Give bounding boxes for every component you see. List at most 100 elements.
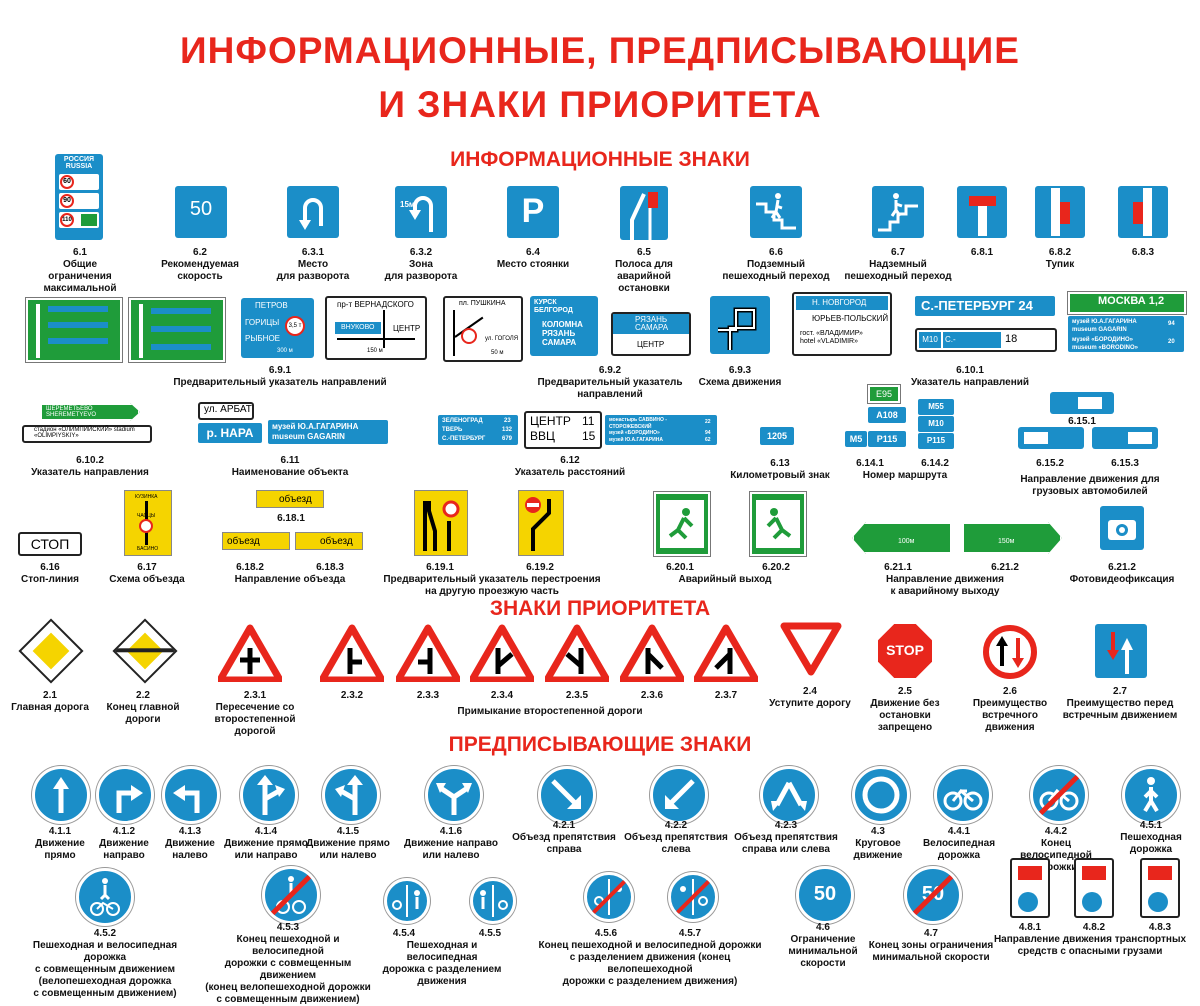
caption-2-3-2: 2.3.2 bbox=[340, 690, 364, 701]
min-speed-value: 50 bbox=[813, 883, 837, 905]
sign-2-3-7-adjacent-left-angle bbox=[694, 624, 758, 682]
caption-4-5-7: 4.5.7 bbox=[678, 928, 702, 939]
sign-6-11-gagarin: музей Ю.А.ГАГАРИНА museum GAGARIN bbox=[268, 420, 388, 444]
sign-6-14-1-m5: M5 bbox=[845, 431, 867, 447]
sign-6-14-1-p115: P115 bbox=[868, 431, 906, 447]
sign-4-1-4 bbox=[240, 766, 298, 824]
sign-6-16-stop-line: СТОП bbox=[18, 532, 82, 556]
sign-6-4: P bbox=[507, 186, 559, 238]
sign-2-3-5-adjacent-left-angle bbox=[545, 624, 609, 682]
sign-6-1-country: РОССИЯ bbox=[63, 156, 95, 163]
bicycle-icon bbox=[943, 788, 983, 811]
roundabout-icon bbox=[862, 776, 900, 814]
sign-4-2-3 bbox=[760, 766, 818, 824]
arrow-both-down-icon bbox=[771, 781, 807, 811]
sign-6-15-2 bbox=[1018, 427, 1084, 449]
pedestrian-bicycle-icon bbox=[90, 878, 120, 916]
sign-4-2-1 bbox=[538, 766, 596, 824]
sign-text-pushkina: пл. ПУШКИНА bbox=[459, 300, 506, 307]
sign-6-9-1-pushkina: пл. ПУШКИНА ул. ГОГОЛЯ 50 м bbox=[443, 296, 523, 362]
caption-4-8-2: 4.8.2 bbox=[1082, 922, 1106, 933]
caption-6-18: Направление объезда bbox=[234, 574, 346, 585]
caption-6-20: Аварийный выход bbox=[678, 574, 772, 585]
caption-2-3-3: 2.3.3 bbox=[416, 690, 440, 701]
emergency-exit-icon bbox=[660, 500, 704, 548]
sign-text-belgorod: БЕЛГОРОД bbox=[534, 307, 573, 314]
sign-text-arbat: ул. АРБАТ bbox=[204, 404, 252, 415]
sign-text-hotel2: hotel «VLADIMIR» bbox=[800, 338, 858, 345]
caption-6-20-1: 6.20.1 bbox=[666, 562, 694, 573]
sign-4-5-2 bbox=[76, 868, 134, 926]
sign-6-7 bbox=[872, 186, 924, 238]
caption-6-21-2: 6.21.2 bbox=[991, 562, 1019, 573]
sign-2-4-yield bbox=[780, 622, 842, 676]
sign-text-novgorod: Н. НОВГОРОД bbox=[796, 296, 888, 310]
sign-text-goritsy: ГОРИЦЫ bbox=[245, 318, 280, 327]
sign-6-22-camera bbox=[1100, 506, 1144, 550]
caption-6-8-1: 6.8.1 bbox=[970, 247, 994, 258]
sign-6-5 bbox=[620, 186, 668, 240]
sign-6-8-3 bbox=[1118, 186, 1168, 238]
sign-4-7-end-min-speed: 50 bbox=[904, 866, 962, 924]
sign-6-2: 50 bbox=[175, 186, 227, 238]
sign-6-8-2 bbox=[1035, 186, 1085, 238]
separated-path-icon bbox=[480, 885, 508, 917]
caption-2-3-5-number: 2.3.5 bbox=[565, 690, 589, 701]
caption-4-8-3: 4.8.3 bbox=[1148, 922, 1172, 933]
sign-6-10-1-spb18: М10 С.-ПЕТЕРБУРГ 18 bbox=[915, 328, 1057, 360]
pedestrian-icon bbox=[1143, 777, 1159, 813]
sign-6-1: РОССИЯ RUSSIA 60 90 110 bbox=[55, 154, 103, 240]
sign-text-vnukovo: ВНУКОВО bbox=[335, 322, 381, 334]
sign-text-m10: М10 bbox=[919, 332, 941, 348]
sign-4-1-6 bbox=[425, 766, 483, 824]
overhead-crossing-icon bbox=[878, 193, 918, 232]
sign-6-13-km: 1205 bbox=[760, 427, 794, 445]
sign-6-3-2-distance: 15м bbox=[400, 200, 415, 209]
priority-arrows-icon bbox=[1107, 632, 1133, 674]
sign-4-4-1-bicycle bbox=[934, 766, 992, 824]
sign-text-rybnoe: РЫБНОЕ bbox=[245, 334, 281, 343]
caption-6-18-3: 6.18.3 bbox=[316, 562, 344, 573]
sign-4-6-min-speed: 50 bbox=[796, 866, 854, 924]
sign-6-19-2 bbox=[518, 490, 564, 556]
sign-2-3-6-adjacent-right-angle bbox=[620, 624, 684, 682]
arrow-up-icon bbox=[53, 777, 69, 813]
sign-6-20-2 bbox=[750, 492, 806, 556]
sign-2-3-4-adjacent-right-angle bbox=[470, 624, 534, 682]
sign-text-150m: 150м bbox=[998, 538, 1015, 545]
underground-crossing-icon bbox=[756, 193, 796, 230]
sign-4-5-6 bbox=[584, 872, 634, 922]
section-title-info: ИНФОРМАЦИОННЫЕ ЗНАКИ bbox=[450, 148, 750, 171]
sign-text-94: 94 bbox=[1168, 321, 1175, 327]
caption-6-8-3: 6.8.3 bbox=[1131, 247, 1155, 258]
sign-text-20: 20 bbox=[1168, 339, 1175, 345]
sign-text-spb18: С.-ПЕТЕРБУРГ bbox=[943, 332, 1001, 360]
sign-text-sheremetyevo: ШЕРЕМЕТЬЕВО SHEREMETYEVO bbox=[46, 406, 97, 418]
sign-6-2-speed: 50 bbox=[189, 198, 213, 220]
sign-6-9-1-vernadsky: пр-т ВЕРНАДСКОГО ВНУКОВО ЦЕНТР 150 м bbox=[325, 296, 427, 360]
sign-text-kursk: КУРСК bbox=[534, 299, 557, 306]
sign-6-10-2-olimp: стадион «ОЛИМПИЙСКИЙ» stadium «OLIMPIYSK… bbox=[22, 425, 152, 443]
sign-6-20-1 bbox=[654, 492, 710, 556]
sign-2-5-stop: STOP bbox=[878, 624, 932, 678]
caption-6-15-1: 6.15.1 bbox=[1068, 416, 1096, 427]
sign-4-5-4 bbox=[384, 878, 430, 924]
sign-2-6-oncoming-priority bbox=[983, 625, 1037, 679]
